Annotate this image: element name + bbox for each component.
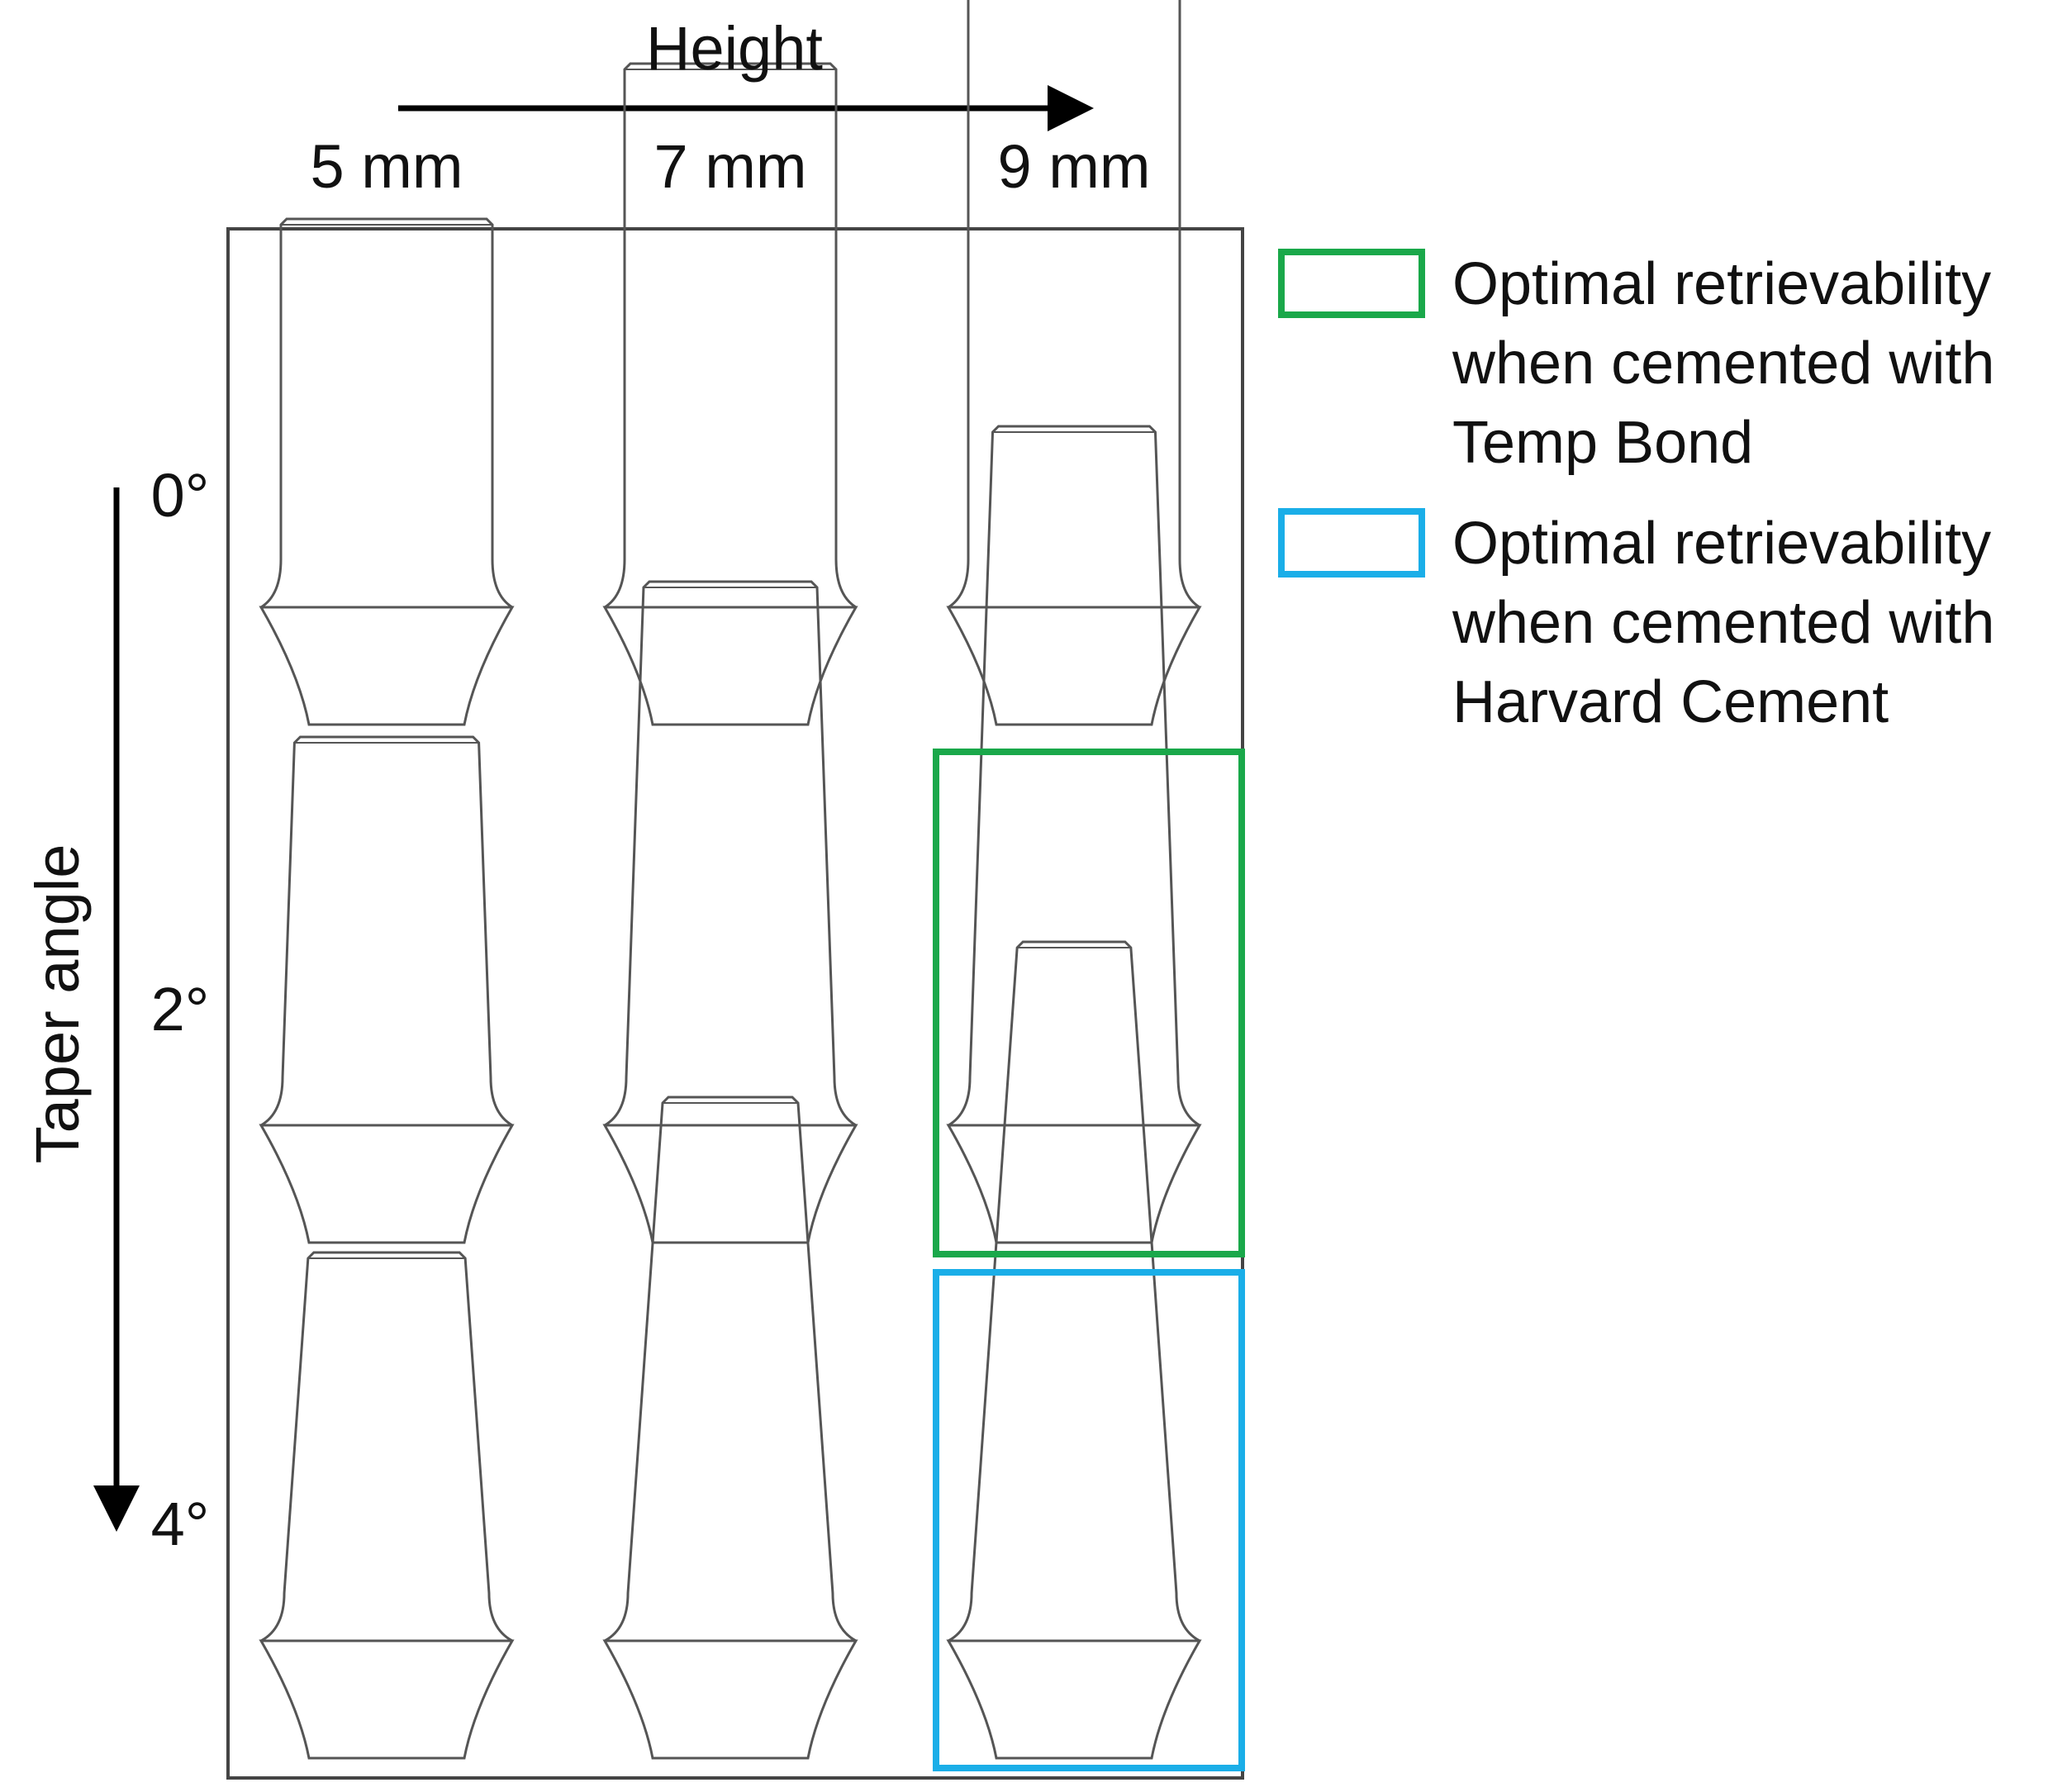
legend-line: Optimal retrievability <box>1452 511 1992 577</box>
abutment-body <box>604 62 857 609</box>
legend-line: Optimal retrievability <box>1452 251 1992 317</box>
abutment-7mm-0deg <box>602 62 858 726</box>
legend-text-harvard-cement: Optimal retrievability when cemented wit… <box>1452 504 1994 742</box>
abutment-body <box>948 0 1200 609</box>
abutment-9mm-4deg <box>946 940 1202 1760</box>
legend-line: when cemented with <box>1452 590 1995 656</box>
abutment-9mm-0deg <box>946 0 1202 726</box>
grid-frame <box>226 227 1244 1780</box>
abutment-body <box>948 425 1200 1127</box>
abutment-base <box>946 1124 1202 1244</box>
row-label-2deg: 2° <box>150 975 210 1043</box>
abutment-body <box>260 1251 513 1642</box>
abutment-base <box>946 606 1202 726</box>
abutment-body <box>604 580 857 1127</box>
abutment-base <box>259 1124 515 1244</box>
highlight-box-harvard <box>933 1269 1245 1771</box>
abutment-base <box>602 606 858 726</box>
abutment-5mm-2deg <box>259 735 515 1244</box>
abutment-5mm-4deg <box>259 1251 515 1760</box>
abutment-base <box>602 1639 858 1760</box>
abutment-grid <box>259 0 1202 1760</box>
legend-line: Temp Bond <box>1452 410 1754 476</box>
abutment-base <box>602 1124 858 1244</box>
abutment-base <box>259 1639 515 1760</box>
legend-line: Harvard Cement <box>1452 669 1889 735</box>
highlight-box-temp_bond <box>933 749 1245 1257</box>
abutment-5mm-0deg <box>259 217 515 726</box>
row-label-4deg: 4° <box>150 1490 210 1558</box>
row-label-0deg: 0° <box>150 461 210 530</box>
abutment-body <box>948 940 1200 1642</box>
highlight-boxes <box>933 749 1245 1771</box>
abutment-base <box>946 1639 1202 1760</box>
abutment-7mm-2deg <box>602 580 858 1244</box>
abutment-body <box>260 735 513 1127</box>
column-label-9mm: 9 mm <box>997 132 1151 201</box>
legend-line: when cemented with <box>1452 330 1995 397</box>
taper-axis-title: Taper angle <box>23 844 92 1164</box>
abutment-9mm-2deg <box>946 425 1202 1244</box>
height-axis-title: Height <box>646 14 823 83</box>
abutment-base <box>259 606 515 726</box>
abutment-body <box>260 217 513 609</box>
abutment-7mm-4deg <box>602 1096 858 1760</box>
legend-swatch-temp-bond <box>1278 249 1425 318</box>
legend-text-temp-bond: Optimal retrievability when cemented wit… <box>1452 245 1994 482</box>
legend-swatch-harvard-cement <box>1278 508 1425 578</box>
abutment-body <box>604 1096 857 1642</box>
column-label-7mm: 7 mm <box>653 132 807 201</box>
column-label-5mm: 5 mm <box>310 132 463 201</box>
